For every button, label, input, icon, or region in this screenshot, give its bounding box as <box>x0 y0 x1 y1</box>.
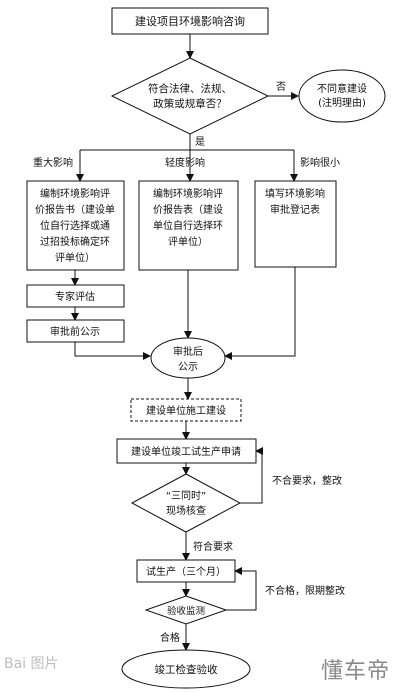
construction-box: 建设单位施工建设 <box>130 398 242 422</box>
monitoring-decision: 验收监测 <box>144 595 228 625</box>
decision-law-line2: 政策或规章否？ <box>153 97 227 110</box>
arrow-register-to-post <box>224 267 296 360</box>
label-fail-2: 不合格，限期整改 <box>265 584 345 597</box>
report-table-line1: 编制环境影响评 <box>153 187 223 200</box>
reject-node: 不同意建设 (注明理由) <box>298 69 386 123</box>
reject-line2: (注明理由) <box>318 96 366 109</box>
start-box: 建设项目环境影响咨询 <box>111 7 269 35</box>
register-line2: 审批登记表 <box>270 203 320 216</box>
report-book-line2: 价报告书（建设单 <box>35 203 115 216</box>
report-table-line4: 评单位） <box>168 235 208 248</box>
pre-approval-label: 审批前公示 <box>50 325 100 338</box>
register-box: 填写环境影响 审批登记表 <box>254 180 337 268</box>
start-box-label: 建设项目环境影响咨询 <box>135 14 245 28</box>
branch-major-label: 重大影响 <box>33 156 73 169</box>
monitoring-label: 验收监测 <box>167 605 205 617</box>
arrow-fail-loop-2 <box>226 567 257 611</box>
report-table-box: 编制环境影响评 价报告表（建设 单位自行选择环 评单位） <box>138 180 239 271</box>
label-no: 否 <box>276 81 286 93</box>
decision-law-line1: 符合法律、法规、 <box>148 82 232 95</box>
trial-production-box: 试生产（三个月） <box>136 559 236 583</box>
arrow-pre-to-post <box>74 342 151 360</box>
apply-trial-box: 建设单位竣工试生产申请 <box>116 438 257 464</box>
expert-box: 专家评估 <box>26 284 125 308</box>
report-book-line3: 位自行选择或通 <box>40 219 110 232</box>
report-table-line2: 价报告表（建设 <box>153 203 223 216</box>
label-qualified: 合格 <box>160 631 180 644</box>
label-yes: 是 <box>195 136 205 148</box>
report-book-line1: 编制环境影响评 <box>40 187 110 200</box>
final-node: 竣工检查验收 <box>121 649 251 689</box>
trial-production-label: 试生产（三个月） <box>146 565 226 578</box>
pre-approval-box: 审批前公示 <box>26 319 125 343</box>
baidu-watermark: Bai 图片 <box>4 656 59 672</box>
reject-line1: 不同意建设 <box>317 82 367 95</box>
decision-three-line2: 现场核查 <box>166 504 206 517</box>
register-line1: 填写环境影响 <box>265 187 325 200</box>
decision-law: 符合法律、法规、 政策或规章否？ <box>110 57 270 135</box>
arrow-fail-loop-1 <box>240 447 263 504</box>
report-book-line4: 过招投标确定环 <box>40 235 110 248</box>
decision-three-simultaneous: “三同时” 现场核查 <box>130 473 242 533</box>
apply-trial-label: 建设单位竣工试生产申请 <box>131 445 241 458</box>
label-fail-1: 不合要求，整改 <box>272 474 342 487</box>
report-table-line3: 单位自行选择环 <box>153 219 223 232</box>
post-approval-line2: 公示 <box>178 362 198 373</box>
final-label: 竣工检查验收 <box>155 663 218 676</box>
branch-minor-label: 轻度影响 <box>165 156 205 169</box>
post-approval-node: 审批后 公示 <box>150 337 226 379</box>
brand-watermark: 懂车帝 <box>320 659 390 684</box>
expert-label: 专家评估 <box>55 290 95 303</box>
report-book-line5: 评单位） <box>55 251 95 264</box>
decision-three-line1: “三同时” <box>166 490 206 502</box>
construction-label: 建设单位施工建设 <box>146 404 226 417</box>
label-pass: 符合要求 <box>193 540 233 553</box>
post-approval-line1: 审批后 <box>173 345 203 358</box>
report-book-box: 编制环境影响评 价报告书（建设单 位自行选择或通 过招投标确定环 评单位） <box>26 180 125 271</box>
branch-small-label: 影响很小 <box>300 156 340 169</box>
